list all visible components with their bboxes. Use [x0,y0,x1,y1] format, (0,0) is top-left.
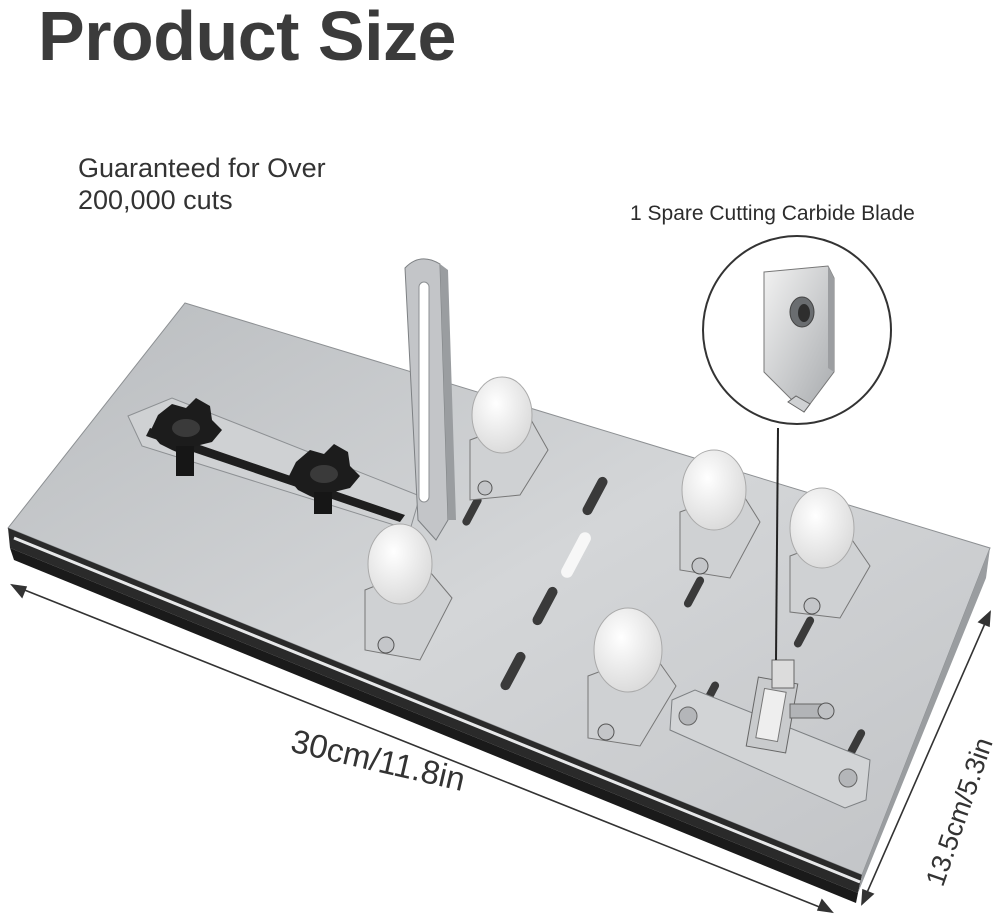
star-knob-1 [150,398,222,476]
caster-wheel-4 [789,487,871,619]
guarantee-text: Guaranteed for Over 200,000 cuts [78,152,326,216]
page-title: Product Size [38,0,456,75]
length-dimension-arrow [10,583,834,914]
plate-slots [462,476,866,757]
spare-blade-callout [702,235,892,425]
callout-line [775,427,779,661]
vertical-guide [404,258,456,541]
caster-wheel-1 [469,376,549,501]
guarantee-line-2: 200,000 cuts [78,185,233,215]
spare-blade-label: 1 Spare Cutting Carbide Blade [630,202,915,225]
guarantee-line-1: Guaranteed for Over [78,153,326,183]
caster-wheel-3 [679,449,761,579]
width-dimension-arrow [861,610,991,906]
caster-wheel-5 [587,607,677,747]
caster-wheel-2 [364,523,453,661]
star-knob-2 [288,444,360,514]
blade-holder [669,659,871,809]
